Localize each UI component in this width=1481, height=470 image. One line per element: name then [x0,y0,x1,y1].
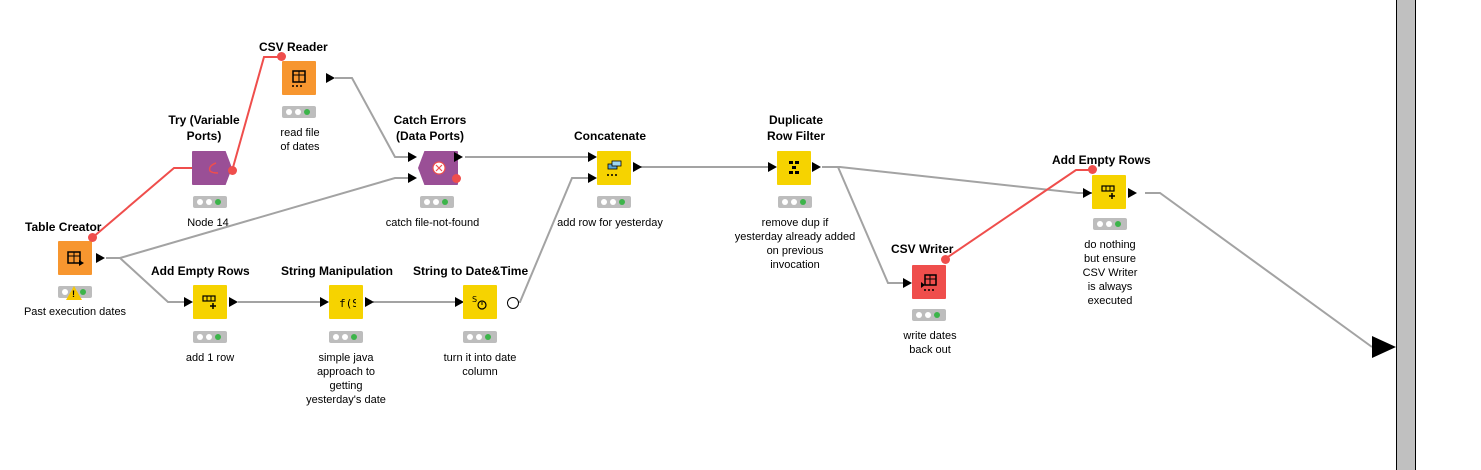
table-icon[interactable] [58,241,92,275]
output-port[interactable] [633,162,642,172]
node-description[interactable]: turn it into date column [443,352,517,378]
node-title: Table Creator [25,220,102,234]
node-title: Catch Errors (Data Ports) [393,113,467,143]
node-title: Add Empty Rows [1052,153,1151,167]
node-title: CSV Reader [259,40,328,54]
status-traffic-light [912,309,946,321]
output-port[interactable] [1128,188,1137,198]
input-port[interactable] [768,162,777,172]
table-icon[interactable] [912,265,946,299]
status-traffic-light [597,196,631,208]
flow-variable-port[interactable] [941,255,950,264]
output-port[interactable] [365,297,374,307]
flow-variable-port[interactable] [1088,165,1097,174]
status-traffic-light [193,331,227,343]
canvas-scrollbar[interactable] [1396,0,1416,470]
workflow-end-arrow-icon [1372,336,1396,358]
status-traffic-light [463,331,497,343]
output-port[interactable] [96,253,105,263]
add-row-icon[interactable] [193,285,227,319]
node-title: String to Date&Time [413,264,529,278]
concatenate-icon[interactable] [597,151,631,185]
node-description[interactable]: write dates back out [903,330,957,356]
output-port[interactable] [326,73,335,83]
node-description[interactable]: read file of dates [280,127,320,153]
flow-variable-port[interactable] [277,52,286,61]
node-description[interactable]: Node 14 [187,217,229,229]
node-title: Add Empty Rows [151,264,250,278]
node-title: String Manipulation [281,264,393,278]
node-description[interactable]: Past execution dates [23,306,127,318]
node-description[interactable]: do nothing but ensure CSV Writer is alwa… [1082,239,1138,307]
status-traffic-light [420,196,454,208]
status-traffic-light [329,331,363,343]
node-title: Try (Variable Ports) [168,113,240,143]
connection-addrows2-end[interactable] [1145,192,1373,348]
node-title: Concatenate [574,129,647,143]
output-port[interactable] [507,297,519,309]
add-row-icon[interactable] [1092,175,1126,209]
flowvar-try-csvreader[interactable] [231,56,281,172]
input-port[interactable] [320,297,329,307]
flow-variable-port[interactable] [228,166,237,175]
svg-text:S: S [472,295,477,304]
input-port[interactable] [903,278,912,288]
node-description[interactable]: remove dup if yesterday already added on… [734,217,856,271]
function-icon[interactable]: f(S) [329,285,363,319]
node-title: CSV Writer [891,242,954,256]
catch-icon[interactable] [418,151,458,185]
flow-variable-port[interactable] [452,174,461,183]
flow-variable-port[interactable] [88,233,97,242]
input-port[interactable] [588,173,597,183]
status-traffic-light [282,106,316,118]
input-port[interactable] [455,297,464,307]
connection-tablecreator-catch[interactable] [106,177,410,259]
try-icon[interactable] [192,151,232,185]
node-description[interactable]: catch file-not-found [385,217,480,229]
date-icon[interactable]: S [463,285,497,319]
flowvar-tablecreator-try[interactable] [91,167,192,239]
node-description[interactable]: add 1 row [185,352,235,364]
connection-dupfilter-addrows2[interactable] [822,166,1095,194]
input-port[interactable] [408,173,417,183]
connection-csvreader-catch[interactable] [335,77,410,158]
input-port[interactable] [184,297,193,307]
filter-icon[interactable] [777,151,811,185]
connection-strtodate-concat[interactable] [512,177,590,303]
connection-tablecreator-addrows[interactable] [106,257,186,303]
flowvar-writer-addrows2[interactable] [944,169,1092,260]
node-description[interactable]: add row for yesterday [557,217,663,229]
status-traffic-light [778,196,812,208]
status-traffic-light [1093,218,1127,230]
node-description[interactable]: simple java approach to getting yesterda… [306,352,386,406]
input-port[interactable] [408,152,417,162]
output-port[interactable] [454,152,463,162]
status-traffic-light [193,196,227,208]
warning-icon: ! [66,286,82,300]
node-title: Duplicate Row Filter [766,113,825,143]
output-port[interactable] [812,162,821,172]
input-port[interactable] [1083,188,1092,198]
table-icon[interactable] [282,61,316,95]
output-port[interactable] [229,297,238,307]
input-port[interactable] [588,152,597,162]
svg-text:f(S): f(S) [339,297,356,310]
